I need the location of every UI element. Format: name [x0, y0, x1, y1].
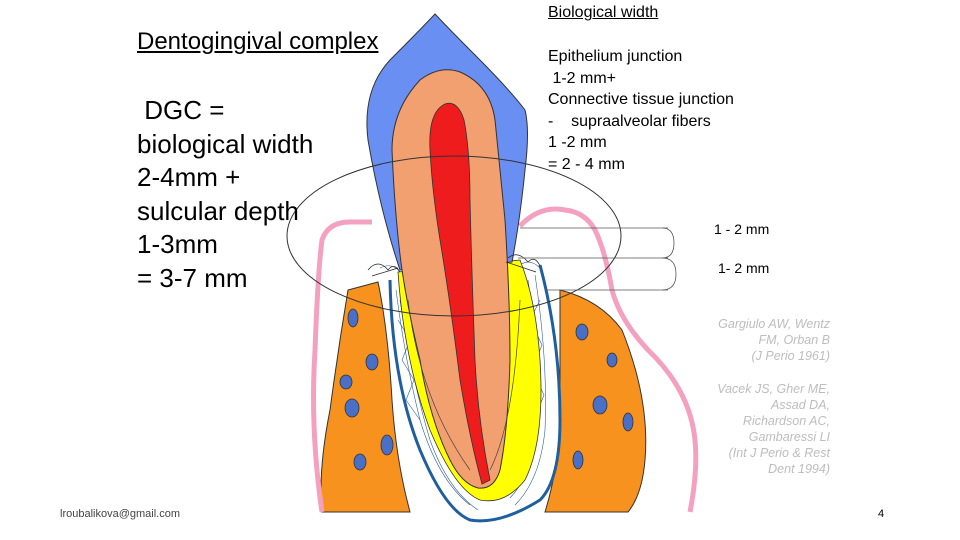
measure-label-lower: 1- 2 mm: [718, 260, 769, 276]
author-email: lroubalikova@gmail.com: [60, 508, 180, 520]
root-canal-outline-2: [489, 299, 521, 471]
slide-title: Dentogingival complex: [137, 28, 379, 55]
gingival-fibers: [367, 254, 541, 277]
biological-width-ellipse: [286, 155, 622, 317]
dgc-definition: DGC = biological width 2-4mm + sulcular …: [137, 95, 314, 293]
bone-marrow-spaces: [339, 308, 634, 471]
reference-gargiulo: Gargiulo AW, Wentz FM, Orban B (J Perio …: [718, 317, 830, 363]
alveolar-bone-left: [320, 281, 411, 513]
periodontal-ligament: [388, 264, 562, 523]
gingiva-left: [311, 219, 372, 513]
gingiva-right: [518, 206, 699, 513]
biological-width-heading: Biological width: [548, 4, 659, 21]
measure-label-upper: 1 - 2 mm: [714, 221, 769, 237]
pulp: [429, 102, 491, 485]
reference-vacek: Vacek JS, Gher ME, Assad DA, Richardson …: [717, 382, 830, 476]
measurement-lines: [518, 227, 677, 291]
root-canal-outline: [407, 299, 471, 471]
page-number: 4: [878, 508, 885, 520]
biological-width-text: Epithelium junction 1-2 mm+ Connective t…: [548, 48, 734, 173]
